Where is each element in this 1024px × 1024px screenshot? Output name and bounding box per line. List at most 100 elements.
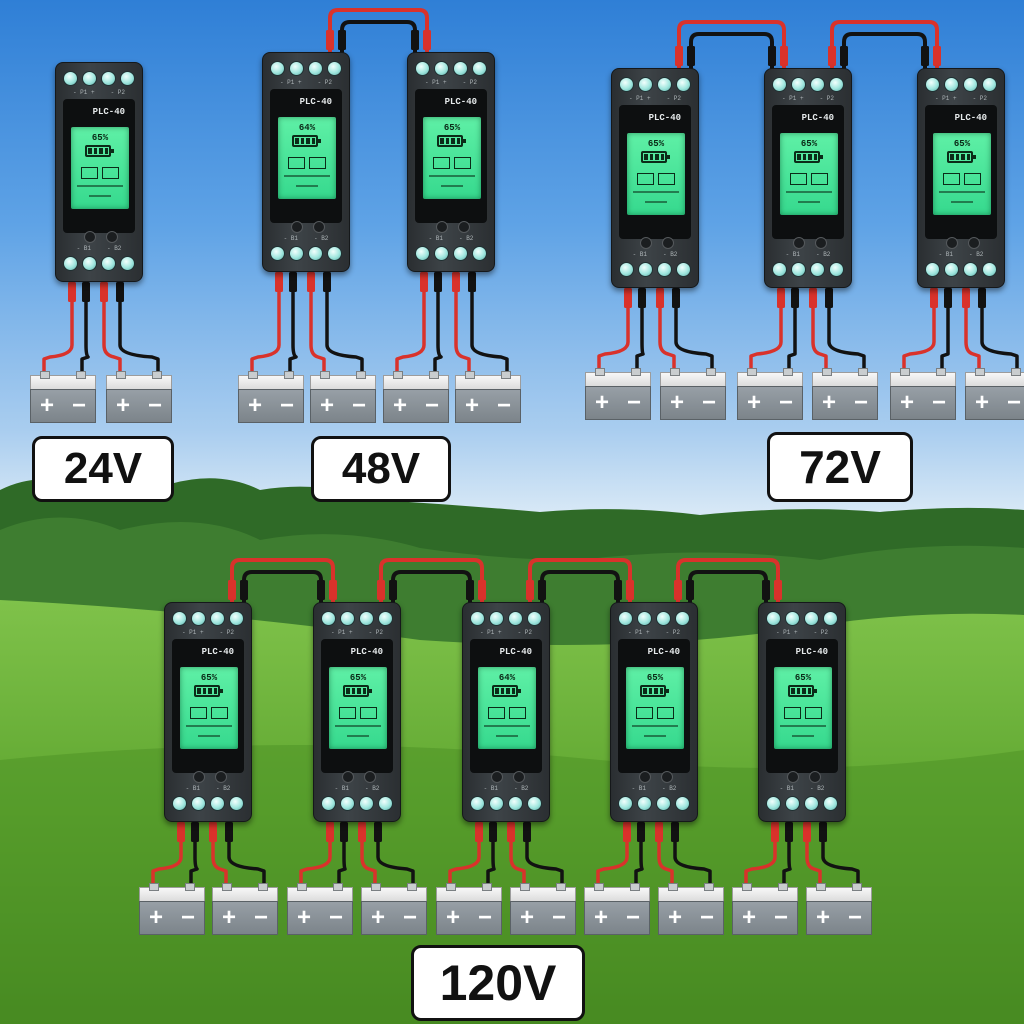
battery-pack: +− (806, 883, 872, 935)
adjust-knob-icon[interactable] (661, 771, 673, 783)
adjust-knob-icon[interactable] (364, 771, 376, 783)
battery-cell (346, 688, 350, 694)
adjust-knob-icon[interactable] (513, 771, 525, 783)
lcd-text-line (429, 175, 475, 177)
top-terminal-labels: - P1 +- P2 (263, 79, 349, 86)
screw-terminal-icon (618, 796, 633, 811)
battery-percent: 65% (91, 133, 109, 143)
screw-terminal-icon (982, 262, 997, 277)
bottom-terminal-labels: - B1- B2 (612, 251, 698, 258)
battery-post (595, 368, 605, 376)
battery-body: +− (732, 901, 798, 935)
minus-terminal-icon: − (180, 904, 195, 931)
minus-terminal-icon: − (773, 904, 788, 931)
model-name: PLC-40 (648, 113, 681, 123)
battery-percent: 65% (647, 139, 665, 149)
screw-terminal-icon (229, 611, 244, 626)
screw-terminal-icon (823, 611, 838, 626)
adjust-knob-icon[interactable] (193, 771, 205, 783)
battery-body: +− (890, 386, 956, 420)
adjust-knob-icon[interactable] (342, 771, 354, 783)
screw-terminal-icon (676, 77, 691, 92)
adjust-knob-icon[interactable] (291, 221, 303, 233)
battery-post (185, 883, 195, 891)
lcd-text-line (632, 725, 678, 727)
adjust-knob-icon[interactable] (491, 771, 503, 783)
terminal-label: - P2 (517, 629, 532, 636)
battery-post (429, 371, 439, 379)
battery-cell (807, 688, 811, 694)
adjust-knob-icon[interactable] (793, 237, 805, 249)
battery-level-icon (640, 685, 669, 697)
adjust-knob-icon[interactable] (787, 771, 799, 783)
adjust-knob-icon[interactable] (313, 221, 325, 233)
adjust-knob-icon[interactable] (809, 771, 821, 783)
top-terminal-labels: - P1 +- P2 (56, 89, 142, 96)
screw-terminal-icon (772, 77, 787, 92)
input-port-icon (433, 157, 450, 169)
battery-post (852, 883, 862, 891)
minus-terminal-icon: − (71, 392, 86, 419)
adjust-knob-icon[interactable] (458, 221, 470, 233)
adjust-knob-icon[interactable] (106, 231, 118, 243)
terminal-label: - B1 (631, 785, 646, 792)
adjust-knob-icon[interactable] (215, 771, 227, 783)
screw-terminal-icon (191, 796, 206, 811)
adjust-knob-icon[interactable] (815, 237, 827, 249)
minus-terminal-icon: − (147, 392, 162, 419)
screw-terminal-icon (508, 611, 523, 626)
screw-terminal-icon (804, 796, 819, 811)
screw-terminal-icon (327, 246, 342, 261)
battery-body: +− (212, 901, 278, 935)
battery-post (556, 883, 566, 891)
battery-post (320, 371, 330, 379)
screw-terminal-icon (415, 246, 430, 261)
battery-level-icon (437, 135, 466, 147)
terminal-label: - B1 (428, 235, 443, 242)
battery-level-icon (292, 135, 321, 147)
screw-terminal-icon (676, 262, 691, 277)
screw-terminal-icon (772, 262, 787, 277)
terminal-label: - B2 (365, 785, 380, 792)
battery-pack: +− (737, 368, 803, 420)
adjust-knob-icon[interactable] (84, 231, 96, 243)
battery-cell (456, 138, 460, 144)
battery-cell (966, 154, 970, 160)
terminal-label: - B2 (969, 251, 984, 258)
screw-terminal-icon (982, 77, 997, 92)
screw-terminal-icon (415, 61, 430, 76)
battery-post (149, 883, 159, 891)
lcd-text-line (496, 735, 518, 737)
battery-cell (655, 154, 659, 160)
battery-cell (797, 154, 801, 160)
battery-body: +− (238, 389, 304, 423)
screw-terminal-icon (657, 77, 672, 92)
terminal-label: - P2 (666, 95, 681, 102)
battery-post (407, 883, 417, 891)
adjust-knob-icon[interactable] (639, 771, 651, 783)
voltage-label: 48V (311, 436, 451, 502)
adjust-knob-icon[interactable] (968, 237, 980, 249)
adjust-knob-icon[interactable] (946, 237, 958, 249)
screw-terminal-icon (120, 256, 135, 271)
adjust-knob-icon[interactable] (436, 221, 448, 233)
battery-body: +− (584, 901, 650, 935)
battery-pack: +− (585, 368, 651, 420)
terminal-label: - P1 + (934, 95, 957, 102)
battery-cell (451, 138, 455, 144)
battery-post (631, 368, 641, 376)
bottom-terminal-labels: - B1- B2 (165, 785, 251, 792)
top-terminal-row (612, 77, 698, 92)
adjust-knob-icon[interactable] (640, 237, 652, 249)
battery-post (465, 371, 475, 379)
battery-body: +− (812, 386, 878, 420)
adjust-knob-icon[interactable] (662, 237, 674, 249)
top-terminal-labels: - P1 +- P2 (759, 629, 845, 636)
